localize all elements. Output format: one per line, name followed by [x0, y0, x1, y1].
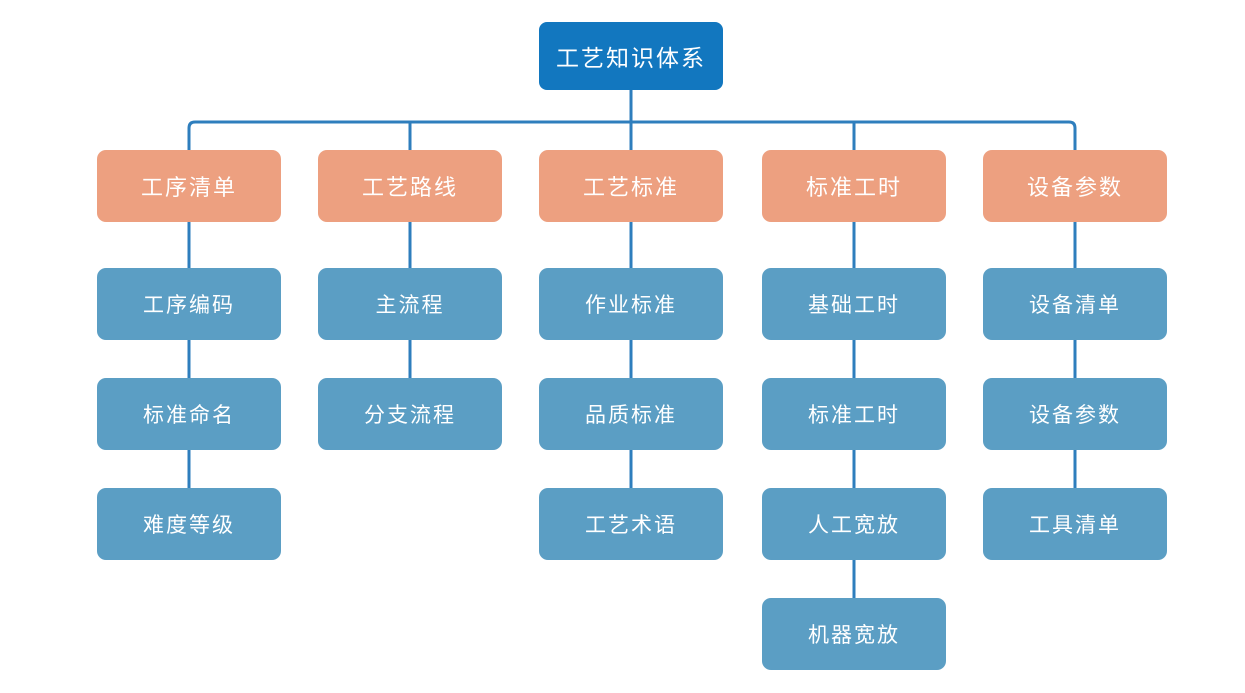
child-node-1-1[interactable]: 工序编码 — [97, 268, 281, 340]
child-node-3-2[interactable]: 品质标准 — [539, 378, 723, 450]
child-node-4-1[interactable]: 基础工时 — [762, 268, 946, 340]
node-label: 设备参数 — [1026, 175, 1123, 200]
node-label: 品质标准 — [585, 404, 677, 427]
node-label: 工序编码 — [143, 294, 235, 317]
node-label: 人工宽放 — [808, 514, 900, 537]
child-node-4-2[interactable]: 标准工时 — [762, 378, 946, 450]
child-node-4-3[interactable]: 人工宽放 — [762, 488, 946, 560]
child-node-2-1[interactable]: 主流程 — [318, 268, 502, 340]
node-label: 工具清单 — [1029, 514, 1121, 537]
node-label: 机器宽放 — [808, 624, 900, 647]
node-label: 工艺知识体系 — [556, 45, 706, 71]
node-label: 标准工时 — [805, 175, 902, 200]
node-label: 设备参数 — [1029, 404, 1121, 427]
node-label: 标准工时 — [808, 404, 900, 427]
child-node-3-1[interactable]: 作业标准 — [539, 268, 723, 340]
node-label: 难度等级 — [143, 514, 235, 537]
child-node-1-3[interactable]: 难度等级 — [97, 488, 281, 560]
root-node[interactable]: 工艺知识体系 — [539, 22, 723, 90]
node-label: 工序清单 — [140, 175, 237, 200]
branch-node-1[interactable]: 工序清单 — [97, 150, 281, 222]
node-label: 分支流程 — [364, 404, 456, 427]
child-node-4-4[interactable]: 机器宽放 — [762, 598, 946, 670]
node-label: 作业标准 — [585, 294, 677, 317]
node-label: 基础工时 — [808, 294, 900, 317]
node-label: 工艺术语 — [585, 514, 677, 537]
child-node-3-3[interactable]: 工艺术语 — [539, 488, 723, 560]
branch-node-2[interactable]: 工艺路线 — [318, 150, 502, 222]
branch-node-5[interactable]: 设备参数 — [983, 150, 1167, 222]
node-label: 工艺标准 — [582, 175, 679, 200]
child-node-5-2[interactable]: 设备参数 — [983, 378, 1167, 450]
node-label: 主流程 — [375, 294, 445, 317]
child-node-2-2[interactable]: 分支流程 — [318, 378, 502, 450]
child-node-5-3[interactable]: 工具清单 — [983, 488, 1167, 560]
child-node-5-1[interactable]: 设备清单 — [983, 268, 1167, 340]
child-node-1-2[interactable]: 标准命名 — [97, 378, 281, 450]
branch-node-4[interactable]: 标准工时 — [762, 150, 946, 222]
node-label: 标准命名 — [143, 404, 235, 427]
branch-node-3[interactable]: 工艺标准 — [539, 150, 723, 222]
node-label: 设备清单 — [1029, 294, 1121, 317]
node-label: 工艺路线 — [361, 175, 458, 200]
